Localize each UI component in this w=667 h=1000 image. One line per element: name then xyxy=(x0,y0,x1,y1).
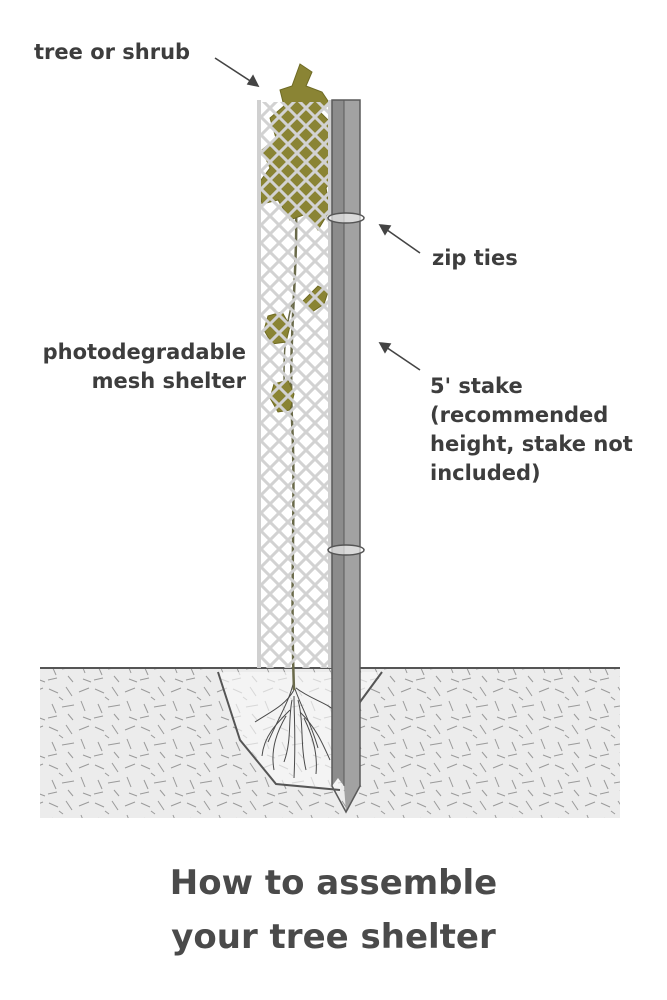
caption-line2: your tree shelter xyxy=(171,917,496,957)
label-stake-line1: 5' stake xyxy=(430,374,523,398)
mesh-shelter xyxy=(257,100,332,668)
caption-line1: How to assemble xyxy=(169,863,498,903)
label-stake-line3: height, stake not xyxy=(430,432,633,456)
label-mesh-shelter: photodegradable mesh shelter xyxy=(10,338,246,396)
label-stake-line2: (recommended xyxy=(430,403,609,427)
label-mesh-shelter-line2: mesh shelter xyxy=(91,369,246,393)
roots xyxy=(254,679,337,779)
zip-ties xyxy=(327,212,365,556)
label-zip-ties: zip ties xyxy=(432,246,518,270)
label-mesh-shelter-line1: photodegradable xyxy=(42,340,246,364)
label-stake-line4: included) xyxy=(430,461,541,485)
stake xyxy=(331,99,361,814)
pointer-arrows xyxy=(214,57,421,371)
label-stake: 5' stake (recommended height, stake not … xyxy=(430,372,662,488)
label-tree-or-shrub: tree or shrub xyxy=(34,40,191,64)
